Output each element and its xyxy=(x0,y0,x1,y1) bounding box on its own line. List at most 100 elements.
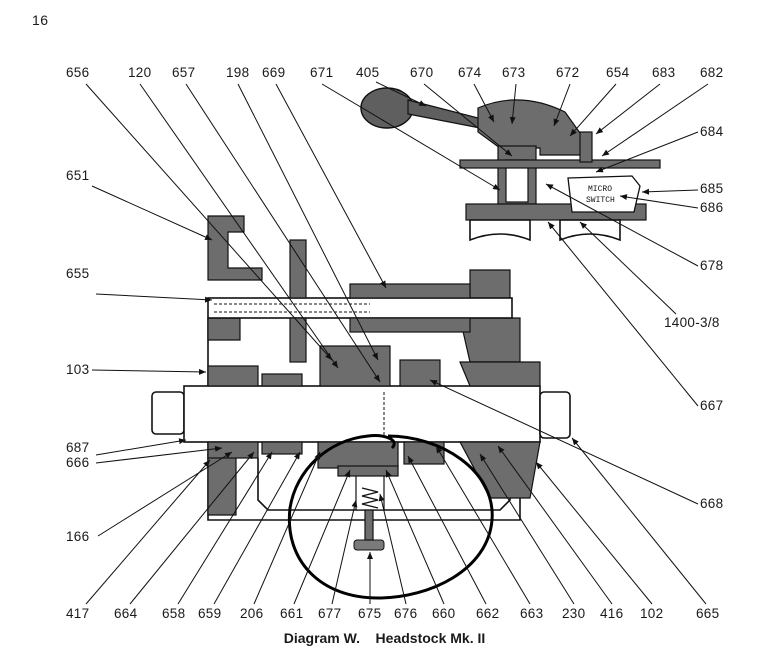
leader-line-667 xyxy=(547,221,699,407)
leader-line-683 xyxy=(595,83,661,135)
leader-line-102 xyxy=(535,461,653,605)
part-label-677: 677 xyxy=(318,606,341,621)
leader-line-651 xyxy=(91,185,213,241)
leader-line-685 xyxy=(641,188,699,195)
leader-line-686 xyxy=(619,194,699,209)
part-label-659: 659 xyxy=(198,606,221,621)
part-label-416: 416 xyxy=(600,606,623,621)
leader-line-405 xyxy=(375,81,427,107)
part-label-405: 405 xyxy=(356,65,379,80)
micro-switch: MICRO SWITCH xyxy=(567,175,641,213)
leader-line-416 xyxy=(497,445,613,605)
part-label-672: 672 xyxy=(556,65,579,80)
leader-line-676 xyxy=(378,493,407,605)
part-label-655: 655 xyxy=(66,266,89,281)
part-label-166: 166 xyxy=(66,529,89,544)
leader-line-198 xyxy=(237,83,379,361)
leader-line-661 xyxy=(293,469,351,605)
part-label-673: 673 xyxy=(502,65,525,80)
part-label-686: 686 xyxy=(700,200,723,215)
diagram-caption: Diagram W. Headstock Mk. II xyxy=(0,630,769,646)
leader-line-103 xyxy=(91,368,207,375)
part-label-657: 657 xyxy=(172,65,195,80)
part-label-662: 662 xyxy=(476,606,499,621)
part-label-676: 676 xyxy=(394,606,417,621)
part-label-663: 663 xyxy=(520,606,543,621)
part-label-664: 664 xyxy=(114,606,138,621)
circled-region-mark xyxy=(287,434,494,600)
part-label-120: 120 xyxy=(128,65,151,80)
caption-title: Headstock Mk. II xyxy=(375,630,486,646)
leader-line-656 xyxy=(85,83,333,361)
leader-line-668 xyxy=(429,379,699,505)
leader-line-1400 xyxy=(579,221,677,315)
switch-label-line-1: MICRO xyxy=(588,185,612,194)
leader-line-120 xyxy=(139,83,339,369)
part-label-206: 206 xyxy=(240,606,263,621)
part-label-683: 683 xyxy=(652,65,675,80)
leader-line-665 xyxy=(571,437,707,605)
part-label-198: 198 xyxy=(226,65,249,80)
lay-shaft xyxy=(207,239,513,363)
leader-line-417 xyxy=(85,459,211,605)
main-spindle xyxy=(151,385,571,443)
part-label-668: 668 xyxy=(700,496,723,511)
leader-line-682 xyxy=(601,83,709,157)
part-label-687: 687 xyxy=(66,440,89,455)
part-label-660: 660 xyxy=(432,606,455,621)
part-labels: 656 120 657 198 669 671 405 670 674 673 672 654 683 6… xyxy=(66,65,724,621)
leader-line-655 xyxy=(95,293,213,303)
part-label-654: 654 xyxy=(606,65,630,80)
part-label-667: 667 xyxy=(700,398,723,413)
part-label-661: 661 xyxy=(280,606,303,621)
part-label-685: 685 xyxy=(700,181,723,196)
leader-line-670 xyxy=(423,83,513,157)
part-label-1400: 1400-3/8 xyxy=(664,315,720,330)
leader-line-677 xyxy=(331,499,358,605)
leader-line-664 xyxy=(129,451,255,605)
caption-prefix: Diagram W. xyxy=(283,630,360,646)
part-label-682: 682 xyxy=(700,65,723,80)
part-label-665: 665 xyxy=(696,606,719,621)
part-label-103: 103 xyxy=(66,362,89,377)
leader-line-678 xyxy=(545,183,699,267)
leader-line-657 xyxy=(185,83,381,383)
part-label-675: 675 xyxy=(358,606,381,621)
part-label-656: 656 xyxy=(66,65,89,80)
leader-line-687 xyxy=(95,438,187,456)
leader-line-660 xyxy=(385,469,445,605)
part-label-230: 230 xyxy=(562,606,585,621)
part-label-669: 669 xyxy=(262,65,285,80)
part-label-658: 658 xyxy=(162,606,185,621)
lever-handle xyxy=(360,87,481,129)
leader-line-674 xyxy=(473,83,495,123)
leader-line-684 xyxy=(595,131,699,173)
leader-line-672 xyxy=(553,83,571,127)
leader-line-662 xyxy=(407,455,487,605)
part-label-670: 670 xyxy=(410,65,433,80)
switch-label-line-2: SWITCH xyxy=(586,196,615,205)
leader-line-666 xyxy=(95,445,223,464)
part-label-674: 674 xyxy=(458,65,482,80)
leader-line-673 xyxy=(509,83,517,125)
leader-line-206 xyxy=(253,451,321,605)
leader-line-669 xyxy=(275,83,387,289)
part-label-666: 666 xyxy=(66,455,89,470)
part-label-102: 102 xyxy=(640,606,663,621)
selector-housing xyxy=(459,99,661,242)
part-label-684: 684 xyxy=(700,124,724,139)
leader-line-659 xyxy=(213,451,301,605)
leader-line-671 xyxy=(321,83,501,191)
page-number: 16 xyxy=(32,12,49,28)
part-label-678: 678 xyxy=(700,258,723,273)
leader-line-663 xyxy=(435,445,531,605)
detent-assembly xyxy=(337,465,399,551)
leader-line-230 xyxy=(479,453,575,605)
spindle-gears xyxy=(207,345,541,499)
part-label-651: 651 xyxy=(66,168,89,183)
leader-line-658 xyxy=(177,451,273,605)
leader-line-654 xyxy=(569,83,617,137)
part-label-671: 671 xyxy=(310,65,333,80)
